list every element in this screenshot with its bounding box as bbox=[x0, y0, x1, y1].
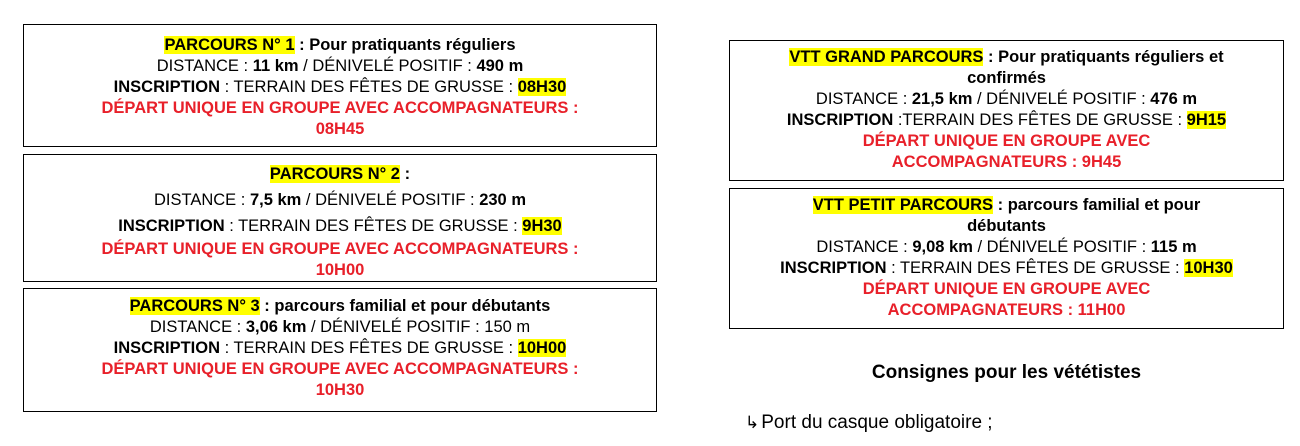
course-name: PARCOURS N° 3 bbox=[129, 297, 260, 315]
course-name: PARCOURS N° 1 bbox=[164, 36, 295, 54]
departure-line-2: ACCOMPAGNATEURS : 9H45 bbox=[891, 153, 1122, 171]
inscription-time: 10H30 bbox=[1184, 259, 1233, 277]
departure-line-1: DÉPART UNIQUE EN GROUPE AVEC ACCOMPAGNAT… bbox=[101, 240, 579, 258]
departure-line-2: 08H45 bbox=[315, 120, 365, 138]
inscription-place: : TERRAIN DES FÊTES DE GRUSSE : bbox=[220, 339, 518, 357]
elevation-value: 150 m bbox=[484, 318, 531, 336]
distance-label: DISTANCE : bbox=[149, 318, 246, 336]
course-card-1: PARCOURS N° 1 : Pour pratiquants régulie… bbox=[23, 24, 657, 147]
course-title-line: PARCOURS N° 3 : parcours familial et pou… bbox=[24, 296, 656, 317]
elevation-value: 230 m bbox=[479, 191, 526, 209]
course-subtitle: : Pour pratiquants réguliers bbox=[294, 36, 516, 54]
distance-line: DISTANCE : 3,06 km / DÉNIVELÉ POSITIF : … bbox=[24, 317, 656, 338]
instruction-item: ↳Port du casque obligatoire ; bbox=[745, 412, 993, 434]
distance-line: DISTANCE : 11 km / DÉNIVELÉ POSITIF : 49… bbox=[24, 56, 656, 77]
inscription-time: 08H30 bbox=[517, 78, 567, 96]
inscription-label: INSCRIPTION bbox=[118, 217, 225, 235]
instruction-text: Port du casque obligatoire ; bbox=[761, 412, 993, 433]
course-card-vtt-grand: VTT GRAND PARCOURS : Pour pratiquants ré… bbox=[729, 40, 1284, 181]
elevation-value: 115 m bbox=[1150, 238, 1197, 256]
inscription-place: :TERRAIN DES FÊTES DE GRUSSE : bbox=[893, 111, 1187, 129]
course-subtitle-cont: débutants bbox=[967, 217, 1046, 235]
departure-line-2: 10H30 bbox=[315, 381, 365, 399]
elevation-value: 490 m bbox=[476, 57, 524, 75]
inscription-place: : TERRAIN DES FÊTES DE GRUSSE : bbox=[220, 78, 518, 96]
course-card-2: PARCOURS N° 2 : DISTANCE : 7,5 km / DÉNI… bbox=[23, 154, 657, 282]
distance-value: 3,06 km bbox=[245, 318, 307, 336]
course-card-vtt-petit: VTT PETIT PARCOURS : parcours familial e… bbox=[729, 188, 1284, 329]
distance-line: DISTANCE : 21,5 km / DÉNIVELÉ POSITIF : … bbox=[730, 89, 1283, 110]
course-title-line: PARCOURS N° 1 : Pour pratiquants régulie… bbox=[24, 35, 656, 56]
course-title-line: PARCOURS N° 2 : bbox=[24, 161, 656, 187]
inscription-label: INSCRIPTION bbox=[113, 339, 221, 357]
inscription-label: INSCRIPTION bbox=[113, 78, 221, 96]
instructions-heading: Consignes pour les vététistes bbox=[871, 362, 1142, 383]
departure-line-1: DÉPART UNIQUE EN GROUPE AVEC ACCOMPAGNAT… bbox=[101, 360, 579, 378]
departure-line-2: 10H00 bbox=[315, 261, 365, 279]
course-card-3: PARCOURS N° 3 : parcours familial et pou… bbox=[23, 288, 657, 412]
inscription-time: 10H00 bbox=[517, 339, 567, 357]
distance-label: DISTANCE : bbox=[815, 90, 912, 108]
course-subtitle-cont: confirmés bbox=[967, 69, 1046, 87]
course-subtitle: : bbox=[399, 165, 411, 183]
distance-value: 21,5 km bbox=[911, 90, 973, 108]
distance-label: DISTANCE : bbox=[816, 238, 913, 256]
distance-value: 7,5 km bbox=[249, 191, 302, 209]
course-name: VTT PETIT PARCOURS bbox=[812, 196, 994, 214]
distance-line: DISTANCE : 9,08 km / DÉNIVELÉ POSITIF : … bbox=[730, 237, 1283, 258]
inscription-label: INSCRIPTION bbox=[786, 111, 894, 129]
elevation-label: / DÉNIVELÉ POSITIF : bbox=[306, 318, 485, 336]
inscription-time: 9H15 bbox=[1186, 111, 1227, 129]
departure-line-1: DÉPART UNIQUE EN GROUPE AVEC bbox=[862, 132, 1151, 150]
course-subtitle: : parcours familial et pour bbox=[993, 196, 1201, 214]
elevation-label: / DÉNIVELÉ POSITIF : bbox=[301, 191, 480, 209]
inscription-line: INSCRIPTION : TERRAIN DES FÊTES DE GRUSS… bbox=[24, 77, 656, 98]
departure-line-1: DÉPART UNIQUE EN GROUPE AVEC ACCOMPAGNAT… bbox=[101, 99, 579, 117]
distance-label: DISTANCE : bbox=[153, 191, 250, 209]
distance-label: DISTANCE : bbox=[156, 57, 253, 75]
inscription-line: INSCRIPTION : TERRAIN DES FÊTES DE GRUSS… bbox=[24, 338, 656, 359]
inscription-line: INSCRIPTION :TERRAIN DES FÊTES DE GRUSSE… bbox=[730, 110, 1283, 131]
course-subtitle: : Pour pratiquants réguliers et bbox=[983, 48, 1224, 66]
inscription-line: INSCRIPTION : TERRAIN DES FÊTES DE GRUSS… bbox=[730, 258, 1283, 279]
inscription-label: INSCRIPTION bbox=[780, 259, 887, 277]
elevation-label: / DÉNIVELÉ POSITIF : bbox=[972, 90, 1151, 108]
elevation-label: / DÉNIVELÉ POSITIF : bbox=[972, 238, 1151, 256]
course-name: PARCOURS N° 2 bbox=[269, 165, 400, 183]
inscription-time: 9H30 bbox=[522, 217, 562, 235]
inscription-line: INSCRIPTION : TERRAIN DES FÊTES DE GRUSS… bbox=[24, 213, 656, 239]
course-title-line: VTT GRAND PARCOURS : Pour pratiquants ré… bbox=[730, 47, 1283, 68]
course-name: VTT GRAND PARCOURS bbox=[789, 48, 984, 66]
departure-line-1: DÉPART UNIQUE EN GROUPE AVEC bbox=[862, 280, 1151, 298]
inscription-place: : TERRAIN DES FÊTES DE GRUSSE : bbox=[886, 259, 1185, 277]
arrow-bullet-icon: ↳ bbox=[745, 413, 760, 432]
elevation-value: 476 m bbox=[1150, 90, 1198, 108]
course-subtitle: : parcours familial et pour débutants bbox=[259, 297, 551, 315]
distance-value: 11 km bbox=[252, 57, 299, 75]
elevation-label: / DÉNIVELÉ POSITIF : bbox=[298, 57, 477, 75]
distance-value: 9,08 km bbox=[912, 238, 973, 256]
inscription-place: : TERRAIN DES FÊTES DE GRUSSE : bbox=[224, 217, 523, 235]
departure-line-2: ACCOMPAGNATEURS : 11H00 bbox=[887, 301, 1126, 319]
course-title-line: VTT PETIT PARCOURS : parcours familial e… bbox=[730, 195, 1283, 216]
distance-line: DISTANCE : 7,5 km / DÉNIVELÉ POSITIF : 2… bbox=[24, 187, 656, 213]
